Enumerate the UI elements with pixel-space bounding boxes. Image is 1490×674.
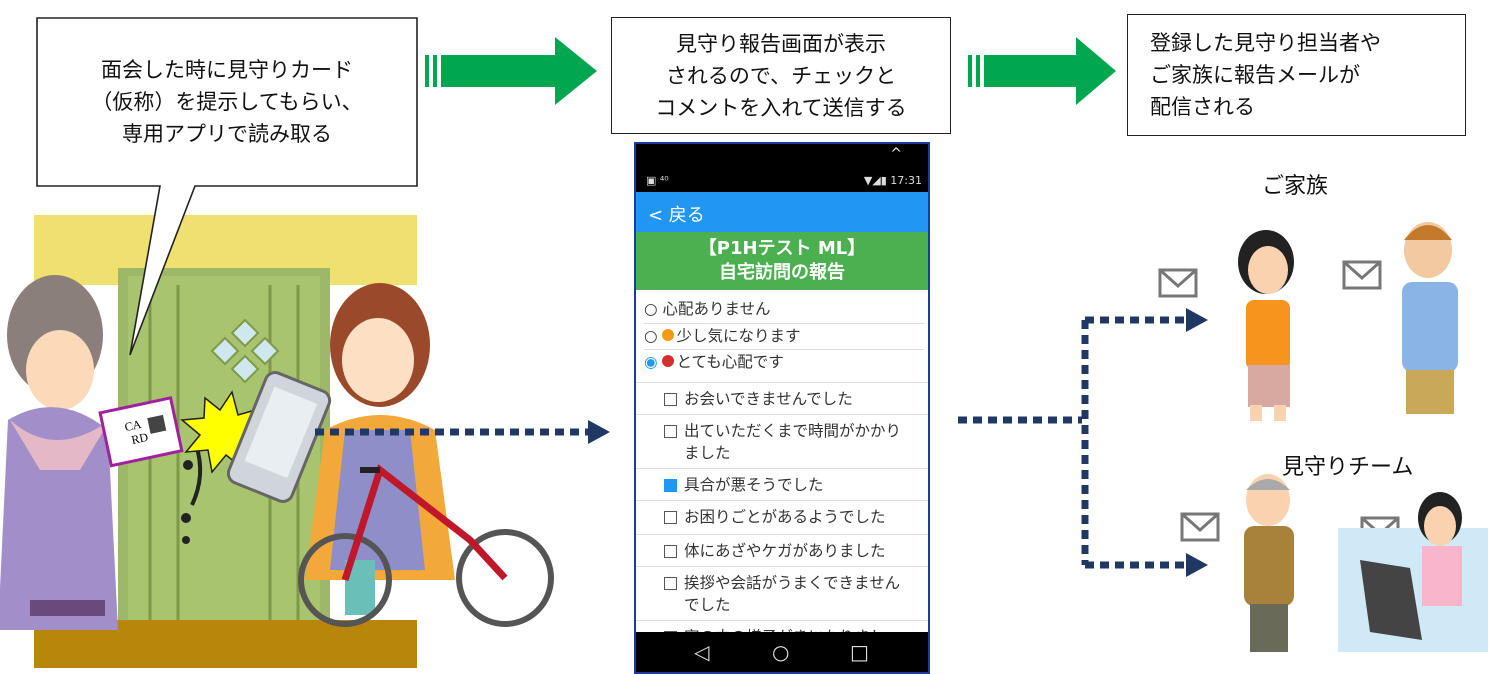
checkbox-icon[interactable] — [664, 393, 677, 406]
check-label: 体にあざやケガがありました — [684, 542, 886, 560]
caret-icon[interactable]: ^ — [890, 146, 902, 162]
check-label: お困りごとがあるようでした — [684, 508, 886, 526]
team-label: 見守りチーム — [1282, 455, 1414, 480]
radio-option[interactable]: ○ 心配ありません — [644, 297, 924, 319]
header-title: 【P1Hテスト ML】 — [698, 238, 866, 259]
alert-badge-icon — [662, 355, 675, 367]
step2-line: されるので、チェックと — [665, 63, 897, 88]
radio-icon[interactable]: ○ — [644, 327, 663, 345]
checkbox-icon[interactable] — [664, 577, 677, 590]
recents-nav-icon[interactable]: □ — [850, 640, 869, 664]
status-right: ▼◢▮ 17:31 — [863, 174, 922, 187]
back-button[interactable]: < 戻る — [648, 205, 705, 226]
header-subtitle: 自宅訪問の報告 — [719, 262, 845, 283]
radio-icon[interactable]: ○ — [644, 300, 663, 318]
radio-label: 少し気になります — [676, 327, 801, 345]
nav-bar: ◁ ○ □ — [636, 632, 928, 672]
status-time: 17:31 — [890, 174, 922, 187]
phone-top: ^ — [636, 144, 928, 170]
recipients-illustration — [1158, 222, 1488, 652]
radio-label: 心配ありません — [662, 300, 771, 318]
step2-line: 見守り報告画面が表示 — [676, 31, 886, 56]
check-option[interactable]: 出ていただくまで時間がかかりました — [636, 414, 928, 468]
speech-bubble-tail — [36, 17, 418, 356]
app-bar: < 戻る — [636, 192, 928, 232]
step3-line: ご家族に報告メールが — [1150, 63, 1360, 87]
step1-line: （仮称）を提示してもらい、 — [91, 90, 363, 114]
status-left: ▣ ⁴⁰ — [646, 174, 669, 187]
radio-label: とても心配です — [676, 353, 784, 371]
radio-option[interactable]: ○ 少し気になります — [644, 323, 924, 346]
checkbox-icon[interactable] — [664, 511, 677, 524]
arrow-icon — [425, 37, 597, 105]
visit-illustration — [0, 215, 554, 668]
phone-screen: ^ ▣ ⁴⁰ ▼◢▮ 17:31 < 戻る 【P1Hテスト ML】 自宅訪問の報… — [634, 142, 930, 674]
step1-line: 専用アプリで読み取る — [122, 122, 332, 146]
check-option[interactable]: お会いできませんでした — [636, 382, 928, 414]
checkbox-icon[interactable] — [664, 545, 677, 558]
checkbox-checked-icon[interactable] — [664, 479, 677, 492]
alert-badge-icon — [662, 329, 675, 341]
family-label: ご家族 — [1262, 174, 1329, 199]
report-header: 【P1Hテスト ML】 自宅訪問の報告 — [636, 232, 928, 290]
step3-line: 配信される — [1150, 95, 1255, 119]
step1-caption: 面会した時に見守りカード （仮称）を提示してもらい、 専用アプリで読み取る — [39, 20, 415, 184]
check-label: 具合が悪そうでした — [684, 476, 824, 494]
dotted-connector — [958, 308, 1208, 577]
radio-selected-icon[interactable]: ◉ — [644, 353, 663, 371]
check-label: 出ていただくまで時間がかかりました — [684, 422, 902, 462]
step2-line: コメントを入れて送信する — [655, 95, 907, 120]
radio-option[interactable]: ◉ とても心配です — [644, 349, 924, 372]
check-option[interactable]: 具合が悪そうでした — [636, 468, 928, 500]
step3-caption: 登録した見守り担当者や ご家族に報告メールが 配信される — [1127, 14, 1466, 136]
checkbox-icon[interactable] — [664, 425, 677, 438]
status-bar: ▣ ⁴⁰ ▼◢▮ 17:31 — [636, 170, 928, 192]
step1-line: 面会した時に見守りカード — [101, 58, 353, 82]
check-option[interactable]: 体にあざやケガがありました — [636, 534, 928, 566]
dotted-connector — [315, 420, 610, 444]
back-nav-icon[interactable]: ◁ — [694, 640, 710, 664]
step3-line: 登録した見守り担当者や — [1150, 31, 1381, 55]
check-option[interactable]: 挨拶や会話がうまくできませんでした — [636, 566, 928, 620]
check-option[interactable]: お困りごとがあるようでした — [636, 500, 928, 534]
check-label: お会いできませんでした — [684, 390, 853, 408]
arrow-icon — [968, 37, 1116, 105]
check-label: 挨拶や会話がうまくできませんでした — [684, 574, 901, 614]
step2-caption: 見守り報告画面が表示 されるので、チェックと コメントを入れて送信する — [611, 17, 951, 134]
home-nav-icon[interactable]: ○ — [772, 640, 790, 664]
